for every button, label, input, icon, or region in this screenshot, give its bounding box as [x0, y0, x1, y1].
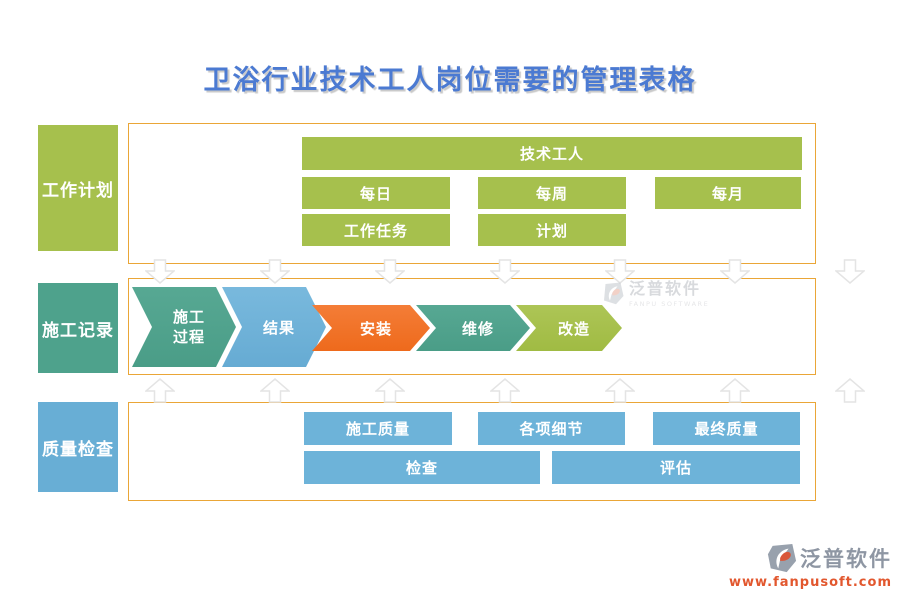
box-plan: 计划	[478, 214, 626, 246]
box-technical-workers: 技术工人	[302, 137, 802, 170]
box-construction-quality: 施工质量	[304, 412, 452, 445]
section-label-construction-record: 施工记录	[38, 283, 118, 373]
watermark-subtitle: FANPU SOFTWARE	[629, 300, 710, 308]
footer-brand: 泛普软件	[800, 547, 892, 571]
box-daily: 每日	[302, 177, 450, 209]
up-arrow-icon	[145, 378, 175, 403]
down-arrow-icon	[605, 259, 635, 284]
step-label: 施工过程	[172, 307, 205, 346]
down-arrow-icon	[375, 259, 405, 284]
down-arrow-icon	[835, 259, 865, 284]
box-final-quality: 最终质量	[653, 412, 800, 445]
footer-logo: 泛普软件 www.fanpusoft.com	[729, 543, 892, 590]
box-evaluation: 评估	[552, 451, 800, 484]
footer-url: www.fanpusoft.com	[728, 575, 892, 590]
fanpu-logo-icon	[767, 543, 797, 573]
up-arrow-icon	[720, 378, 750, 403]
box-inspection: 检查	[304, 451, 540, 484]
watermark: 泛普软件 FANPU SOFTWARE	[601, 281, 709, 308]
section-label-quality-check: 质量检查	[38, 402, 118, 492]
down-arrow-icon	[260, 259, 290, 284]
fanpu-watermark-logo-icon	[604, 282, 624, 305]
section-label-work-plan: 工作计划	[38, 125, 118, 251]
up-arrow-icon	[490, 378, 520, 403]
down-arrow-icon	[720, 259, 750, 284]
up-arrow-icon	[375, 378, 405, 403]
down-arrow-icon	[490, 259, 520, 284]
page-title: 卫浴行业技术工人岗位需要的管理表格	[203, 65, 697, 96]
down-arrow-icon	[145, 259, 175, 284]
box-weekly: 每周	[478, 177, 626, 209]
watermark-brand: 泛普软件	[629, 279, 702, 298]
box-details: 各项细节	[478, 412, 625, 445]
up-arrow-icon	[260, 378, 290, 403]
up-arrow-icon	[605, 378, 635, 403]
box-work-task: 工作任务	[302, 214, 450, 246]
box-monthly: 每月	[655, 177, 801, 209]
up-arrow-icon	[835, 378, 865, 403]
